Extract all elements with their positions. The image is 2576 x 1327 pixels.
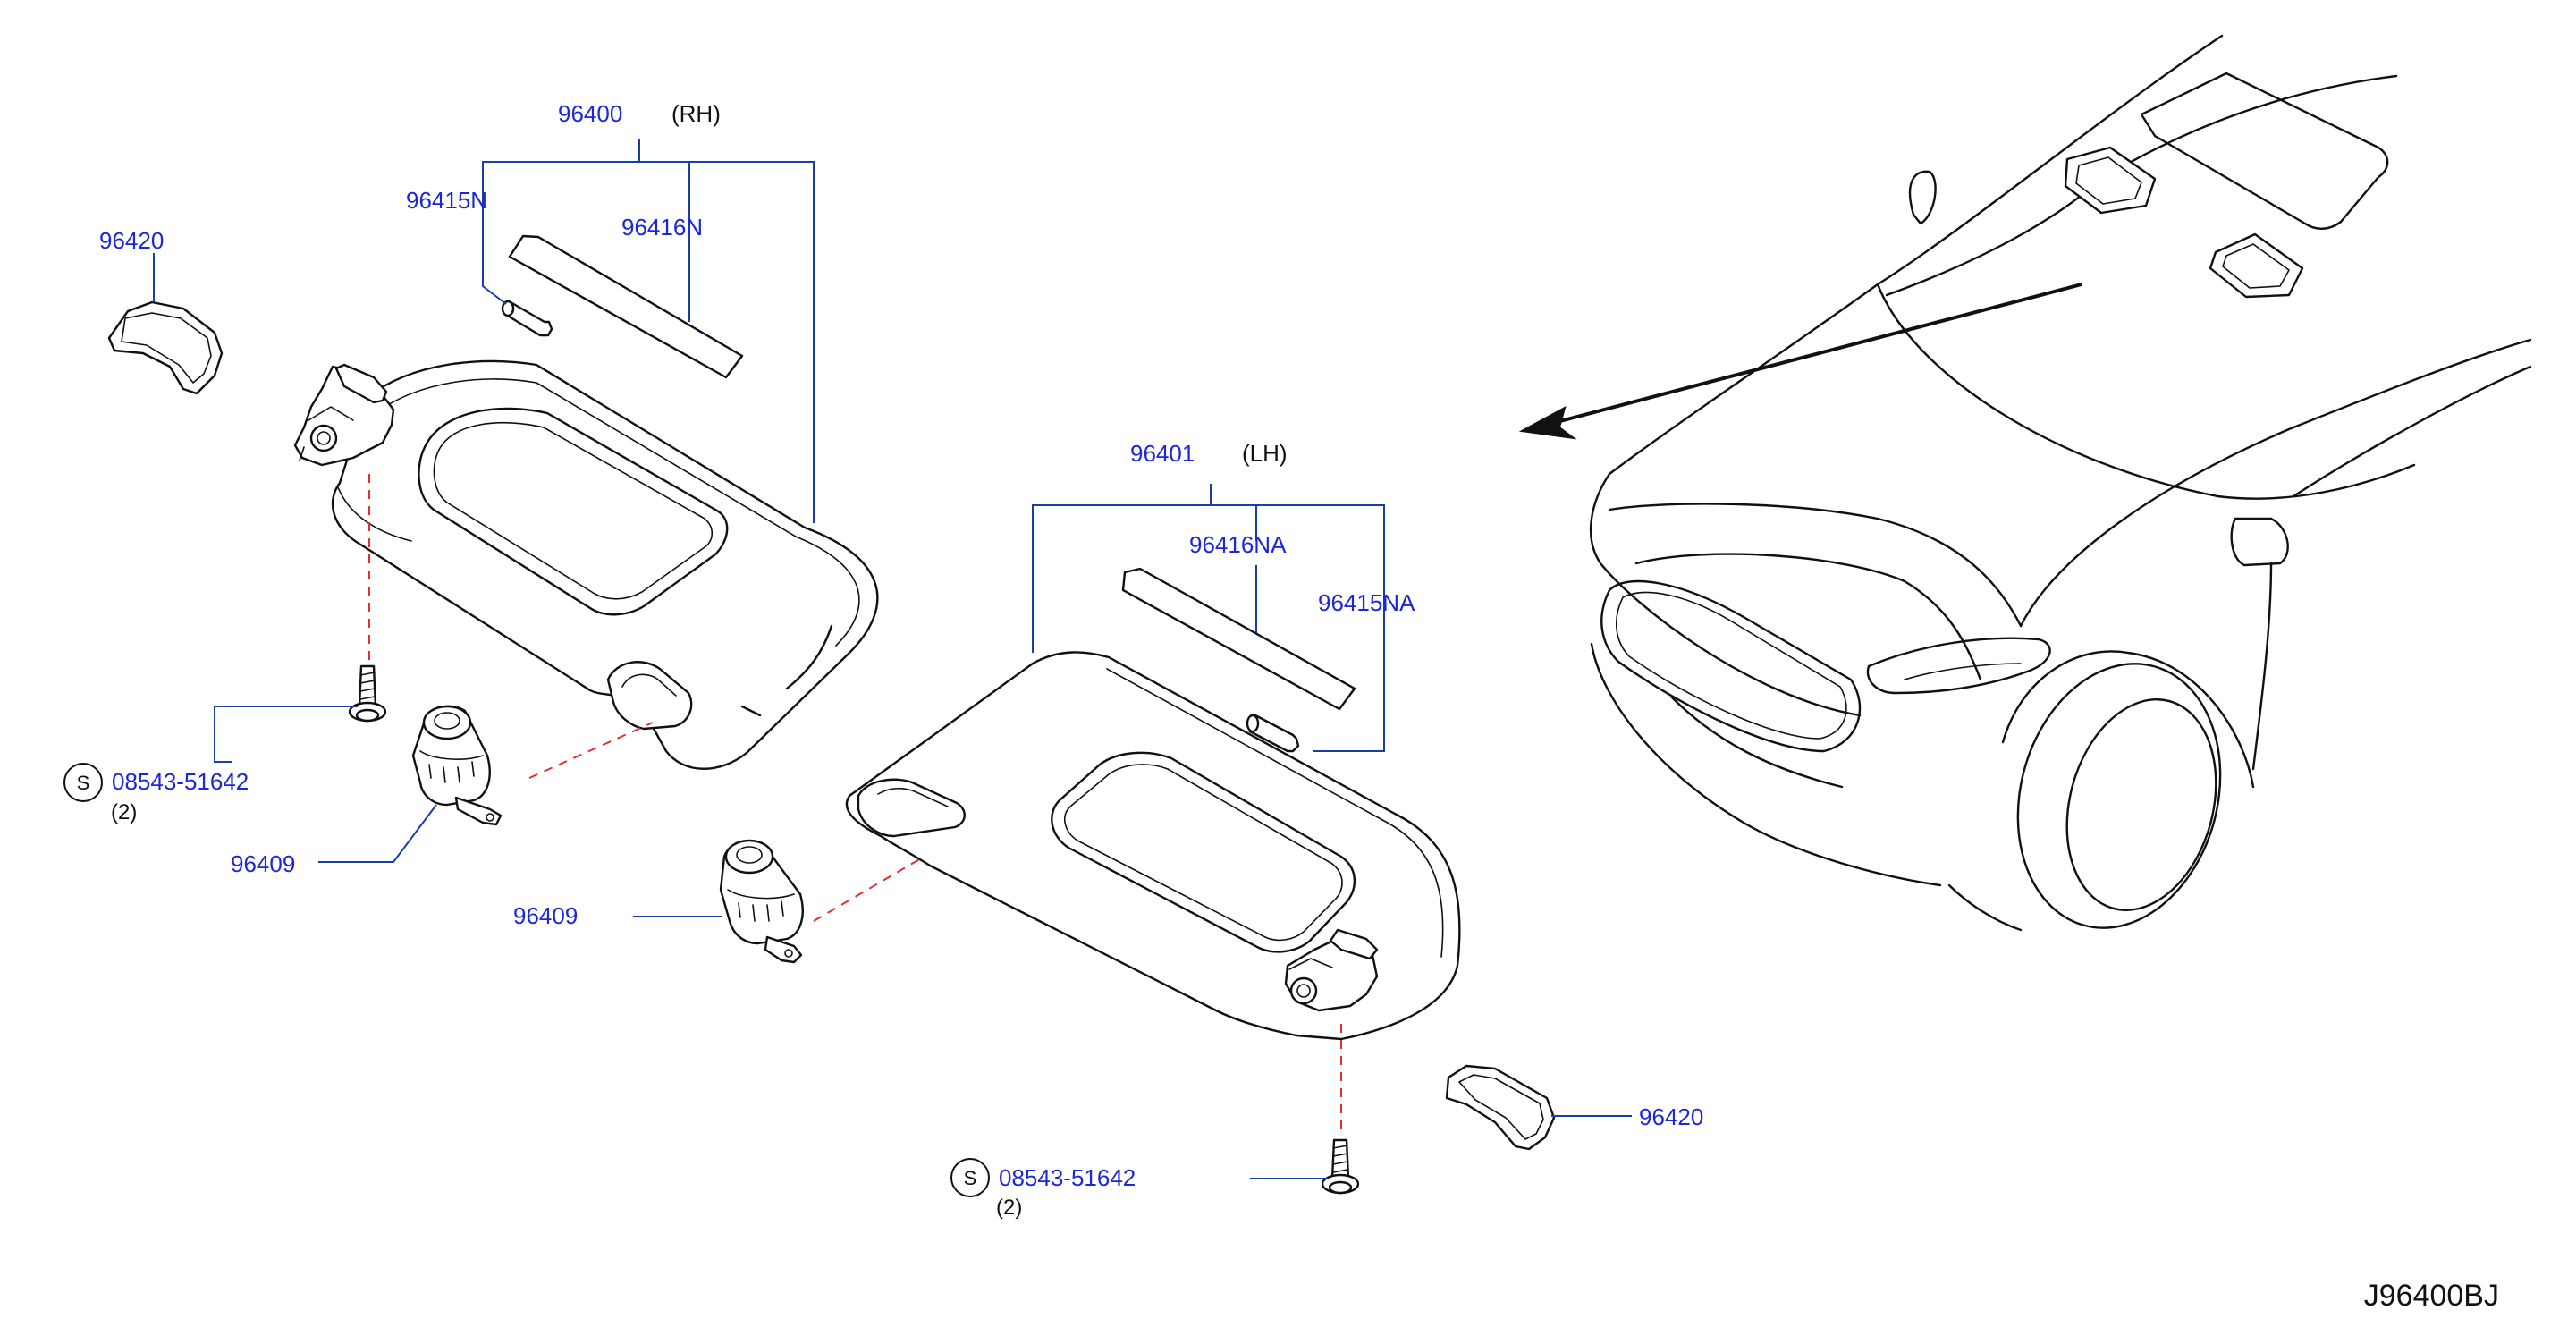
rh-screw-symbol: S — [63, 763, 103, 802]
lh-side-label: (LH) — [1242, 440, 1288, 467]
rh-screw-shape — [348, 664, 387, 723]
lh-screw-shape — [1321, 1138, 1360, 1195]
rh-caution-label-shape — [508, 234, 744, 379]
lh-holder-shape — [719, 839, 804, 964]
rh-holder-hidden-line — [528, 722, 654, 779]
lh-holder-pin-shape — [1246, 714, 1300, 753]
lh-cover-part-number: 96420 — [1639, 1103, 1703, 1130]
rh-holder-pin-leader — [482, 278, 507, 305]
lh-label-part-number: 96416NA — [1189, 531, 1287, 558]
rh-cover-shape — [107, 300, 224, 395]
rh-holder-shape — [411, 705, 503, 826]
lh-visor-part-number: 96401 — [1130, 440, 1195, 467]
lh-visor-leader — [1032, 484, 1385, 752]
rh-holder-leader — [318, 804, 437, 863]
lh-screw-quantity: (2) — [996, 1196, 1022, 1220]
lh-hinge — [1284, 928, 1379, 1012]
lh-caution-label-shape — [1121, 567, 1356, 711]
lh-visor-assembly — [633, 484, 1632, 1195]
rh-holder-pin-part-number: 96415N — [406, 187, 487, 214]
svg-text:S: S — [77, 772, 90, 794]
rh-label-part-number: 96416N — [621, 214, 703, 241]
vehicle-locator-illustration — [1518, 34, 2532, 932]
rh-hinge — [293, 363, 395, 467]
lh-screw-symbol: S — [950, 1158, 990, 1197]
svg-text:S: S — [964, 1167, 977, 1189]
rh-holder-pin-shape — [501, 300, 553, 337]
rh-holder-part-number: 96409 — [231, 850, 295, 877]
lh-holder-pin-part-number: 96415NA — [1318, 589, 1415, 616]
lh-cover-shape — [1445, 1064, 1556, 1151]
rh-screw-quantity: (2) — [111, 800, 137, 824]
rh-visor-assembly — [107, 139, 879, 863]
rh-screw-part-number: 08543-51642 — [112, 768, 249, 795]
rh-screw-leader — [214, 706, 358, 763]
rh-side-label: (RH) — [671, 100, 721, 127]
rh-visor-part-number: 96400 — [558, 100, 622, 127]
lh-screw-part-number: 08543-51642 — [999, 1164, 1136, 1191]
rh-visor-body — [293, 359, 879, 770]
rh-visor-leader — [482, 139, 815, 523]
diagram-code: J96400BJ — [2364, 1279, 2499, 1313]
lh-holder-part-number: 96409 — [513, 902, 578, 929]
lh-holder-hidden-line — [813, 858, 922, 922]
lh-visor-body — [845, 651, 1461, 1041]
labels: 96400 (RH) 96415N 96416N 96420 S 08543-5… — [63, 100, 2499, 1313]
rh-cover-part-number: 96420 — [99, 227, 164, 254]
location-arrow — [1518, 283, 2082, 440]
